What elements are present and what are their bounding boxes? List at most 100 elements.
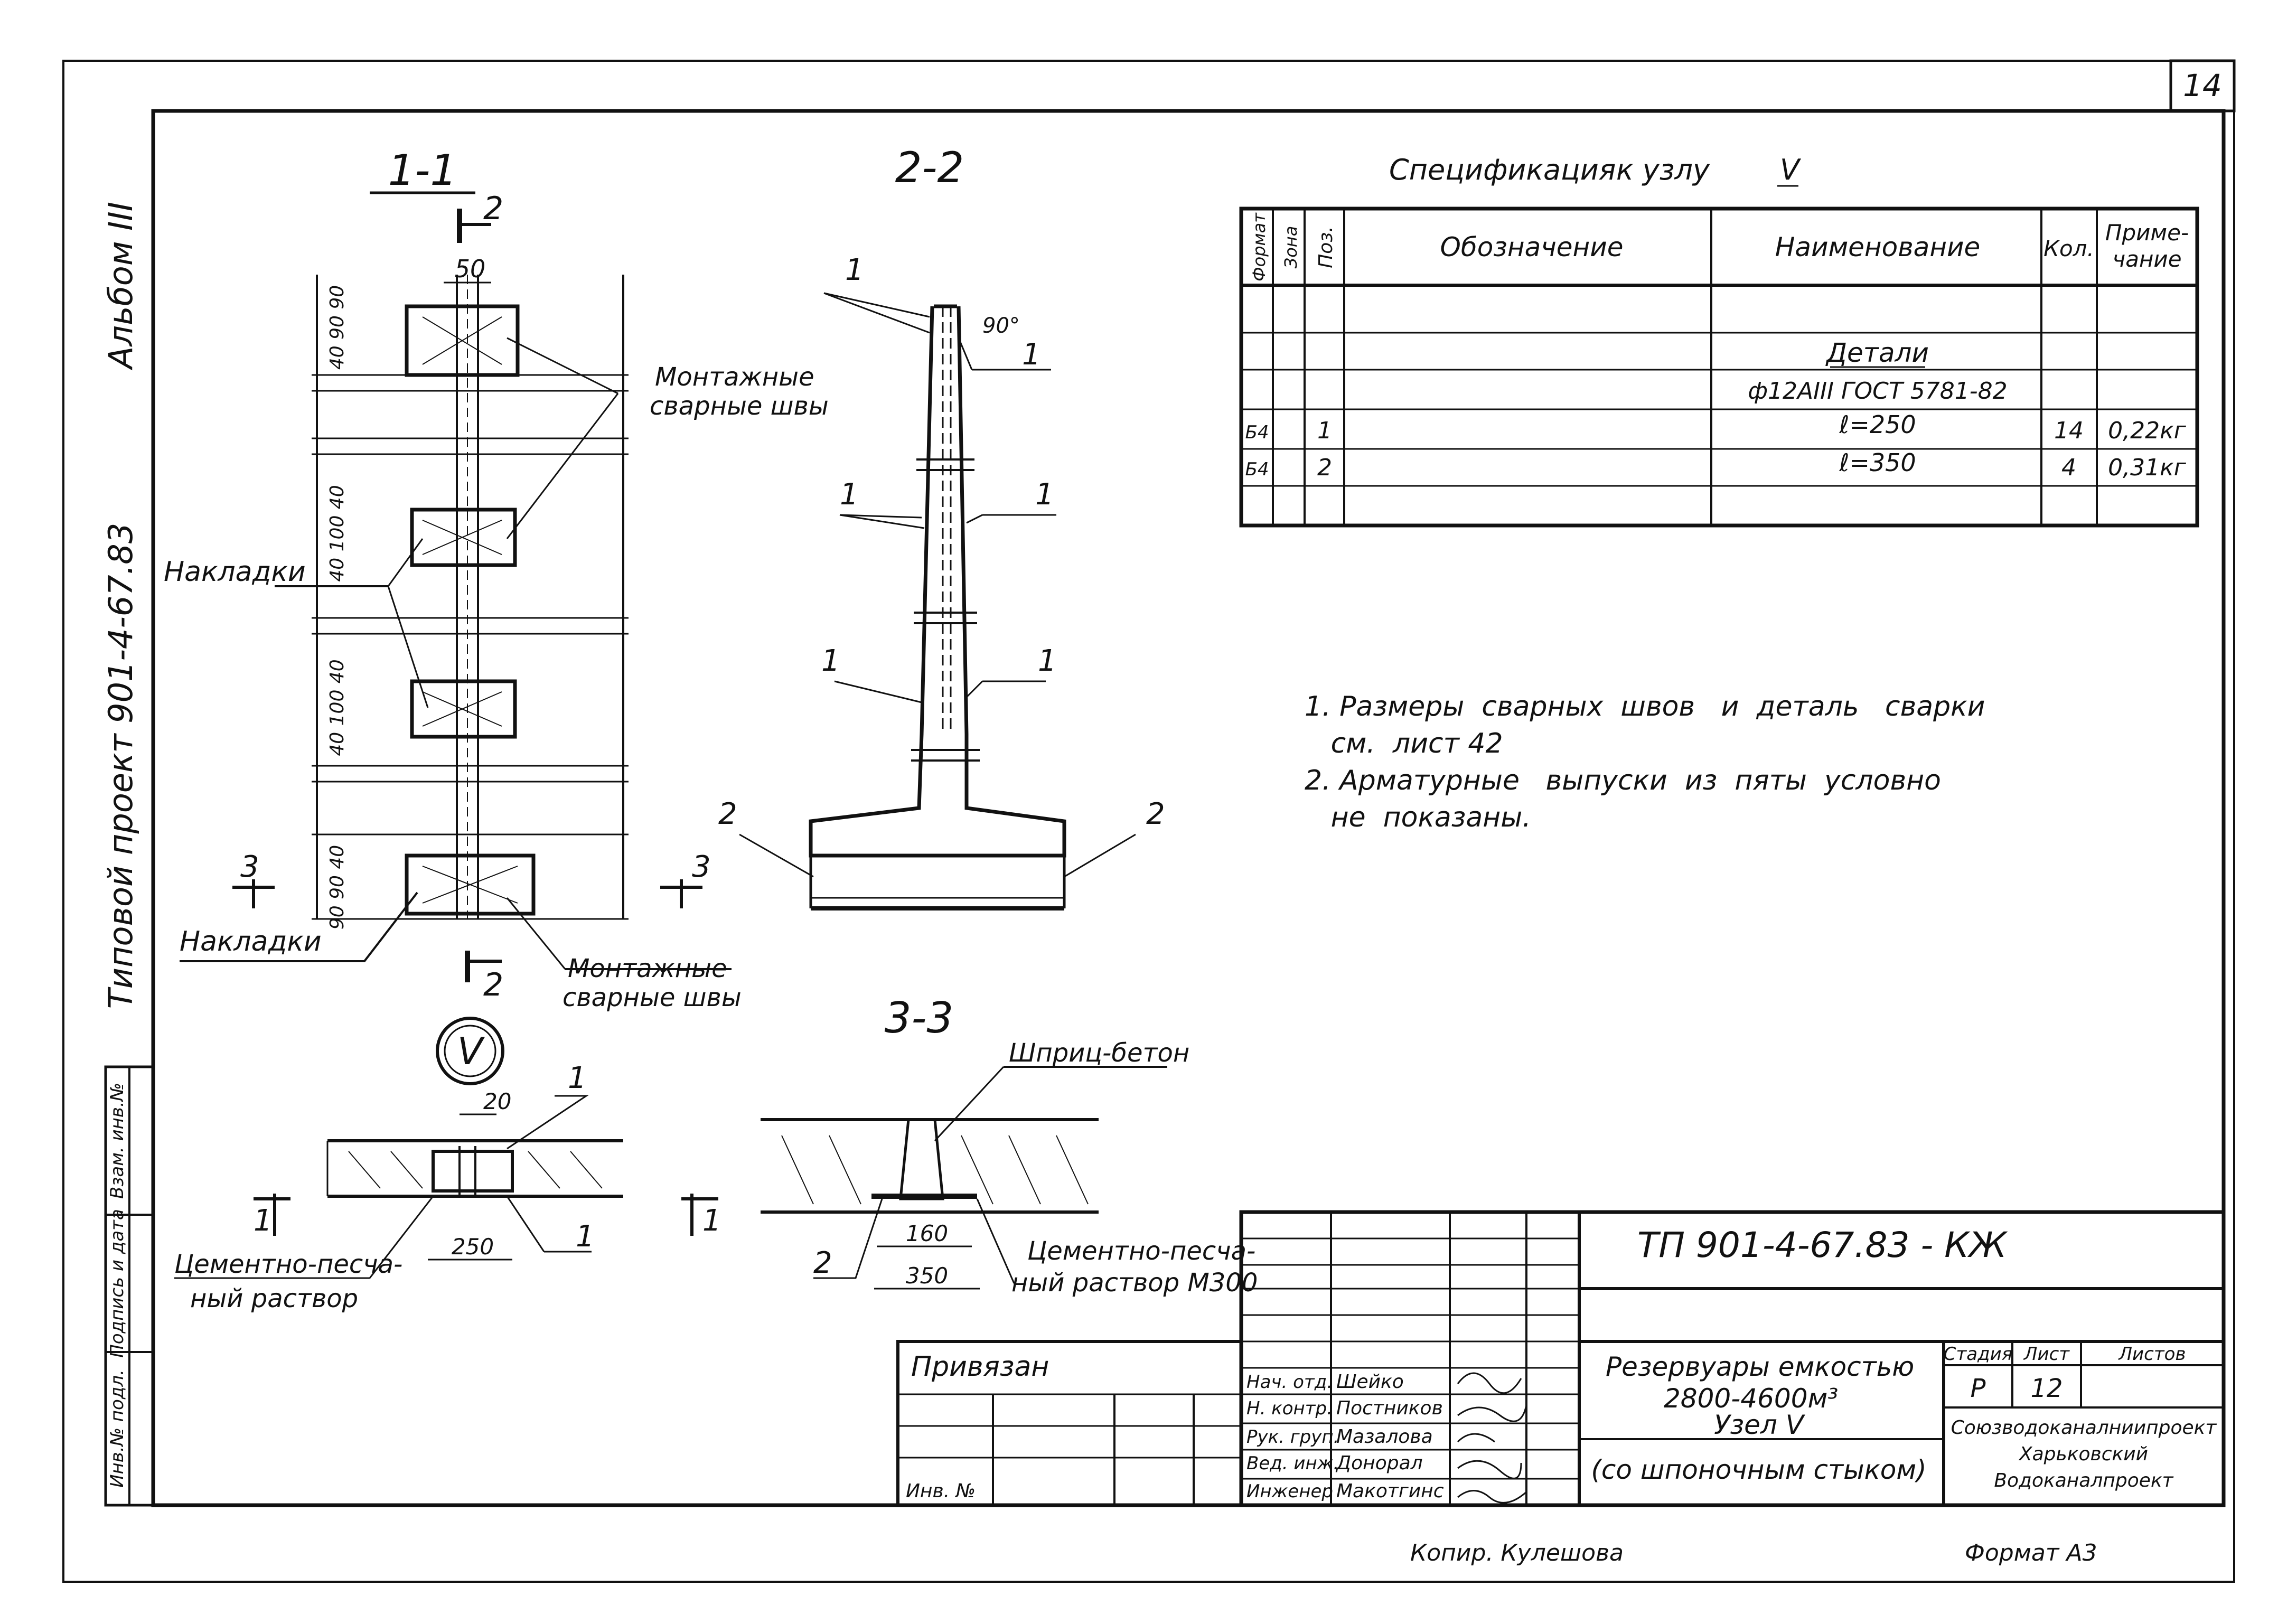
note-line-1: 1. Размеры сварных швов и деталь сварки [1305, 691, 1985, 722]
section-2-2: 2-2 1 1 1 1 1 1 2 [718, 143, 1165, 910]
signatures [1457, 1372, 1527, 1504]
tb-role-3: Рук. груп. [1246, 1426, 1339, 1448]
label-overlays: Накладки [164, 556, 306, 588]
spec-row1-note: 0,22кг [2108, 417, 2187, 444]
spec-h-note-2: чание [2112, 246, 2181, 272]
dim-v1: 40 90 90 [326, 285, 348, 370]
format-label: Формат А3 [1965, 1539, 2097, 1566]
section-1-1: 1-1 2 [164, 146, 829, 1012]
spec-row2-format: Б4 [1245, 459, 1269, 480]
spec-row2-note: 0,31кг [2108, 454, 2187, 481]
node-v-label: V [457, 1030, 485, 1073]
dim-v2: 40 100 40 [326, 485, 348, 581]
side-stamp: Альбом III Типовой проект 901-4-67.83 Вз… [101, 202, 155, 1507]
mark-2-2-g: 2 [718, 797, 737, 831]
label-mortar-b-2: ный раствор М300 [1011, 1268, 1258, 1298]
spec-group-title: Детали [1825, 337, 1929, 368]
tb-org-2: Харьковский [2018, 1443, 2148, 1465]
dim-250: 250 [452, 1234, 494, 1260]
sheet-number-box [2169, 59, 2236, 112]
note-line-3: 2. Арматурные выпуски из пяты условно [1305, 765, 1941, 796]
cut-mark-1-left: 1 [254, 1204, 273, 1238]
mark-2-2-h: 2 [1146, 797, 1165, 831]
copied-by: Копир. Кулешова [1410, 1539, 1624, 1566]
spec-row1-qty: 14 [2054, 417, 2084, 444]
tb-sheet-h: Лист [2023, 1344, 2070, 1365]
cut-mark-3-left: 3 [240, 850, 259, 884]
section-1-1-title: 1-1 [388, 146, 457, 195]
spec-title-2: к узлу [1616, 153, 1710, 186]
tb-role-1: Нач. отд. [1246, 1372, 1333, 1393]
mark-2-2-b: 1 [1022, 337, 1041, 372]
tb-name-5: Макотгинс [1336, 1480, 1444, 1502]
node-mark-1-bottom: 1 [576, 1219, 595, 1254]
cut-mark-3-right: 3 [692, 850, 711, 884]
tb-name-3: Мазалова [1336, 1426, 1433, 1448]
dim-v4: 90 90 40 [326, 845, 348, 930]
tb-org-1: Союзводоканалниипроект [1951, 1417, 2217, 1439]
spec-h-format: Формат [1249, 212, 1269, 281]
outer-frame [62, 60, 2235, 1583]
node-v: V 20 1 250 1 1 1 Цементно-песча- ный рас… [174, 1017, 721, 1313]
spec-row2-name: ℓ=350 [1839, 448, 1916, 477]
title-block: Привязан Инв. № ТП 901-4-67.83 - КЖ Нач.… [896, 1210, 2226, 1507]
spec-h-pos: Поз. [1315, 226, 1337, 268]
spec-h-note: Приме- [2105, 220, 2189, 246]
tb-org-3: Водоканалпроект [1994, 1470, 2173, 1491]
spec-table: Спецификация к узлу V Формат Зона Поз. О… [1239, 153, 2199, 528]
tb-sheets-h: Листов [2117, 1344, 2186, 1365]
section-3-3: 3-3 Шприц-бетон 160 350 2 Цементно-песча… [761, 993, 1258, 1298]
sheet-number: 14 [2183, 68, 2222, 104]
mark-3-3-2: 2 [813, 1246, 832, 1280]
tb-name-1: Шейко [1336, 1371, 1404, 1393]
section-2-2-title: 2-2 [895, 143, 964, 192]
album-label: Альбом III [101, 202, 140, 371]
tb-code: ТП 901-4-67.83 - КЖ [1637, 1225, 2008, 1265]
tb-stage: Р [1971, 1374, 1986, 1403]
spec-row1-format: Б4 [1245, 422, 1269, 443]
tb-role-2: Н. контр. [1246, 1398, 1333, 1419]
cut-mark-1-right: 1 [702, 1204, 721, 1238]
spec-row2-pos: 2 [1317, 454, 1332, 481]
section-3-3-title: 3-3 [885, 993, 954, 1043]
mark-2-2-a: 1 [845, 253, 864, 287]
tb-name-2: Постников [1336, 1397, 1443, 1419]
spec-title-node: V [1780, 153, 1802, 186]
spec-h-name: Наименование [1775, 232, 1981, 262]
label-mount-welds-b: Монтажные [568, 954, 727, 983]
label-mortar-b: Цементно-песча- [1027, 1236, 1255, 1266]
side-cell-3: Инв.№ подл. [107, 1369, 128, 1488]
tb-privyazan: Привязан [911, 1351, 1049, 1383]
mark-2-2-d: 1 [1035, 477, 1054, 512]
tb-sheet: 12 [2030, 1374, 2063, 1403]
side-cell-1: Взам. инв.№ [107, 1083, 128, 1199]
spec-title: Спецификация [1389, 153, 1616, 186]
label-mount-welds: Монтажные [655, 362, 814, 392]
tb-node-title: Узел V [1714, 1410, 1806, 1440]
spec-h-zone: Зона [1281, 226, 1301, 269]
side-cell-2: Подпись и дата [107, 1209, 128, 1358]
dim-angle: 90° [982, 314, 1020, 338]
spec-material: ф12АIII ГОСТ 5781-82 [1748, 378, 2007, 405]
spec-row1-name: ℓ=250 [1839, 410, 1916, 439]
project-label: Типовой проект 901-4-67.83 [101, 523, 140, 1009]
mark-2-2-c: 1 [840, 477, 859, 512]
label-mortar-a: Цементно-песча- [174, 1250, 402, 1279]
cut-mark-bottom: 2 [483, 966, 503, 1003]
label-mount-welds-2: сварные швы [650, 391, 829, 421]
spec-row1-pos: 1 [1317, 417, 1332, 444]
dim-v3: 40 100 40 [326, 659, 348, 756]
label-mortar-a-2: ный раствор [190, 1284, 358, 1313]
tb-stage-h: Стадия [1944, 1344, 2012, 1365]
mark-2-2-e: 1 [821, 644, 840, 678]
note-line-4: не показаны. [1305, 802, 1531, 833]
dim-350: 350 [906, 1263, 948, 1289]
tb-inv: Инв. № [906, 1480, 976, 1502]
tb-role-5: Инженер [1246, 1481, 1333, 1502]
tb-role-4: Вед. инж. [1246, 1453, 1339, 1474]
label-mount-welds-b-2: сварные швы [563, 983, 742, 1012]
cut-mark-top: 2 [483, 190, 503, 227]
spec-row2-qty: 4 [2061, 454, 2076, 481]
tb-name-4: Донорал [1335, 1452, 1423, 1474]
